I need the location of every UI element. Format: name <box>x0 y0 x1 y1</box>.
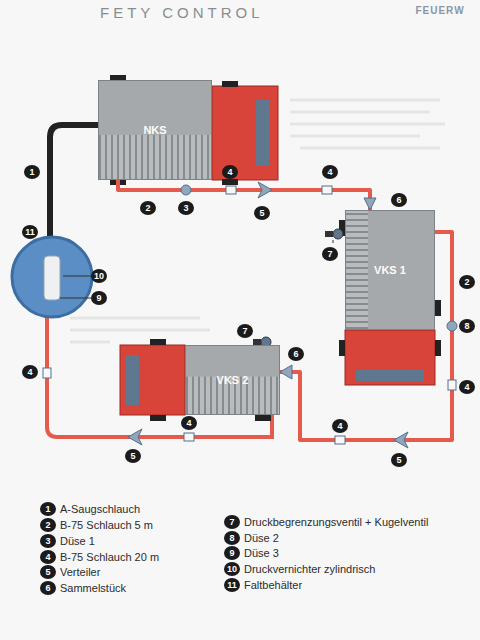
collector <box>280 365 292 379</box>
vehicle-name: NKS <box>143 124 166 136</box>
legend-text: Düse 3 <box>244 546 279 560</box>
callout-number: 6 <box>391 193 407 207</box>
distributor <box>258 182 272 198</box>
callout-number: 10 <box>224 562 240 576</box>
legend-text: B-75 Schlauch 20 m <box>60 550 159 564</box>
callout-number: 4 <box>222 165 238 179</box>
truck-body: VKS 1 <box>345 210 435 330</box>
callout-number: 9 <box>91 291 107 305</box>
callout-number: 3 <box>40 534 56 548</box>
vehicle-name: VKS 1 <box>374 264 406 276</box>
poster-title: FETY CONTROL <box>100 4 264 21</box>
legend-text: Druckbegrenzungsventil + Kugelventil <box>244 515 428 529</box>
nozzle <box>181 185 191 195</box>
distributor <box>394 432 408 448</box>
vehicle-name: VKS 2 <box>217 374 249 386</box>
brand-text: FEUERW <box>415 5 464 16</box>
pressure-destroyer <box>44 256 60 300</box>
truck-body: NKS <box>98 80 212 180</box>
legend-text: Düse 2 <box>244 531 279 545</box>
callout-number: 1 <box>24 165 40 179</box>
callout-number: 2 <box>459 275 475 289</box>
callout-number: 10 <box>91 269 107 283</box>
callout-number: 5 <box>254 206 270 220</box>
callout-number: 6 <box>288 347 304 361</box>
hose <box>47 316 272 437</box>
callout-number: 5 <box>40 565 56 579</box>
collector <box>364 198 376 210</box>
callout-number: 8 <box>459 319 475 333</box>
legend-text: B-75 Schlauch 5 m <box>60 518 153 532</box>
legend-text: A-Saugschlauch <box>60 502 140 516</box>
distributor <box>128 429 142 445</box>
legend-text: Faltbehälter <box>244 578 302 592</box>
callout-number: 8 <box>224 531 240 545</box>
callout-number: 5 <box>125 449 141 463</box>
callout-number: 3 <box>178 201 194 215</box>
callout-number: 2 <box>140 201 156 215</box>
nozzle <box>447 321 457 331</box>
truck-body: VKS 2 <box>185 345 280 415</box>
callout-number: 4 <box>322 165 338 179</box>
callout-number: 1 <box>40 502 56 516</box>
callout-number: 4 <box>332 419 348 433</box>
callout-number: 4 <box>22 365 38 379</box>
legend-text: Düse 1 <box>60 534 95 548</box>
callout-number: 4 <box>459 380 475 394</box>
callout-number: 2 <box>40 518 56 532</box>
callout-number: 6 <box>40 581 56 595</box>
suction-hose <box>50 125 98 237</box>
callout-number: 7 <box>237 324 253 338</box>
valve <box>325 229 343 243</box>
callout-number: 4 <box>40 550 56 564</box>
callout-number: 5 <box>391 453 407 467</box>
callout-number: 7 <box>224 515 240 529</box>
legend-text: Sammelstück <box>60 581 126 595</box>
callout-number: 11 <box>22 225 38 239</box>
folding-tank <box>12 237 92 317</box>
callout-number: 11 <box>224 578 240 592</box>
callout-number: 4 <box>181 416 197 430</box>
callout-number: 9 <box>224 546 240 560</box>
legend-text: Verteiler <box>60 565 100 579</box>
legend-text: Druckvernichter zylindrisch <box>244 562 375 576</box>
callout-number: 7 <box>322 247 338 261</box>
